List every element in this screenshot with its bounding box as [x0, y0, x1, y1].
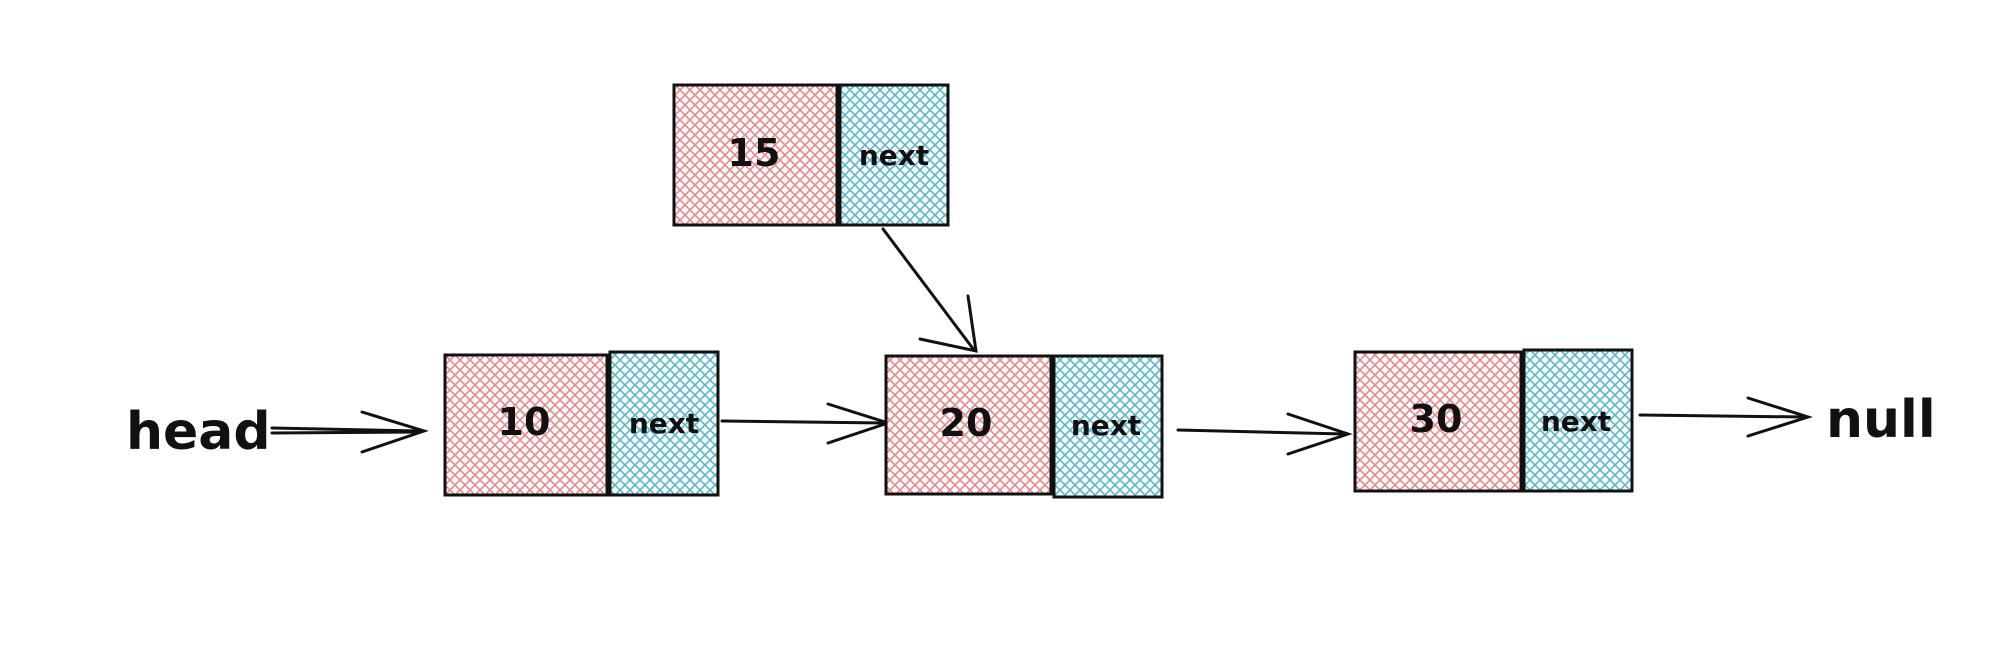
arrow-node-10-to-node-20 [720, 402, 893, 445]
node-value: 15 [728, 131, 781, 175]
value-cell [443, 353, 609, 497]
node-value: 20 [940, 401, 993, 445]
node-10: 10 next [443, 350, 720, 497]
node-20: 20 next [884, 354, 1164, 499]
value-cell [1353, 350, 1523, 493]
pointer-label: next [629, 407, 699, 440]
arrow-node-15-to-node-20 [881, 227, 978, 353]
node-15: 15 next [672, 83, 950, 227]
node-value: 10 [498, 400, 551, 444]
value-cell [884, 354, 1053, 496]
value-cell [672, 83, 839, 227]
pointer-label: next [859, 139, 929, 172]
head-label: head [126, 402, 271, 462]
arrow-node-20-to-node-30 [1176, 412, 1353, 456]
null-label: null [1826, 390, 1936, 450]
pointer-cell [1522, 348, 1634, 493]
node-30: 30 next [1353, 348, 1634, 493]
pointer-cell [608, 350, 720, 497]
arrow-node-30-to-null [1638, 396, 1813, 438]
pointer-label: next [1071, 409, 1141, 442]
arrow-head-to-node-10 [270, 410, 429, 454]
pointer-cell [1052, 354, 1164, 499]
node-value: 30 [1410, 397, 1463, 441]
pointer-label: next [1541, 405, 1611, 438]
pointer-cell [838, 83, 950, 227]
